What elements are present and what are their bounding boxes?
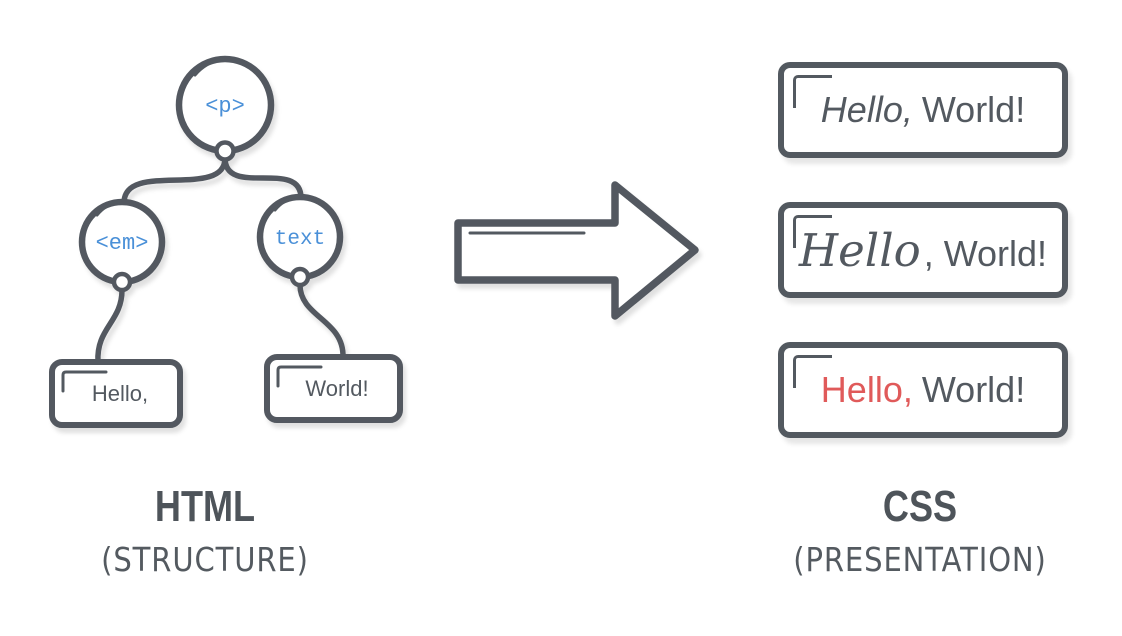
shine-arc-text [273,194,300,212]
port-node-text [289,266,311,288]
connector-em-to-leaf [95,287,125,365]
styled-text-line: Hello,World! [821,92,1025,128]
corner-mark-icon [793,75,832,108]
corner-mark-hello [61,370,108,393]
css-style-box-italic: Hello,World! [778,62,1068,158]
styled-text-line: Hello,World! [821,372,1025,408]
css-title: CSS [882,482,958,531]
html-dom-tree: <p> <em> text Hello, World! [49,55,403,428]
world-text: World! [921,369,1026,410]
world-text: World! [921,89,1026,130]
css-style-box-script: Hello, World! [778,202,1068,298]
structure-subtitle: (STRUCTURE) [101,540,309,579]
html-title: HTML [154,482,256,531]
styled-hello-text: Hello, [820,369,913,410]
styled-hello-text: Hello [798,223,921,277]
connector-root-to-text [222,155,304,201]
css-style-box-red: Hello,World! [778,342,1068,438]
node-label-text: text [275,228,325,251]
port-node-p [214,140,236,162]
styled-hello-text: Hello, [820,89,913,130]
leaf-label-world: World! [305,376,368,401]
corner-mark-icon [793,215,832,248]
connector-root-to-em [121,155,228,206]
corner-mark-world [276,365,323,388]
connector-text-to-leaf [297,282,346,360]
right-arrow-icon [454,181,699,320]
port-node-em [111,271,133,293]
shine-arc-em [95,199,122,217]
node-label-p: <p> [205,94,245,119]
corner-mark-icon [793,355,832,388]
styled-text-line: Hello, World! [799,228,1047,273]
leaf-box-hello [49,359,183,428]
world-text: , World! [923,232,1048,274]
node-label-em: <em> [96,231,149,256]
shine-arc-p [193,57,225,77]
arrow-outline [454,181,699,320]
leaf-label-hello: Hello, [92,381,148,406]
presentation-subtitle: (PRESENTATION) [793,540,1047,579]
leaf-box-world [264,354,403,423]
